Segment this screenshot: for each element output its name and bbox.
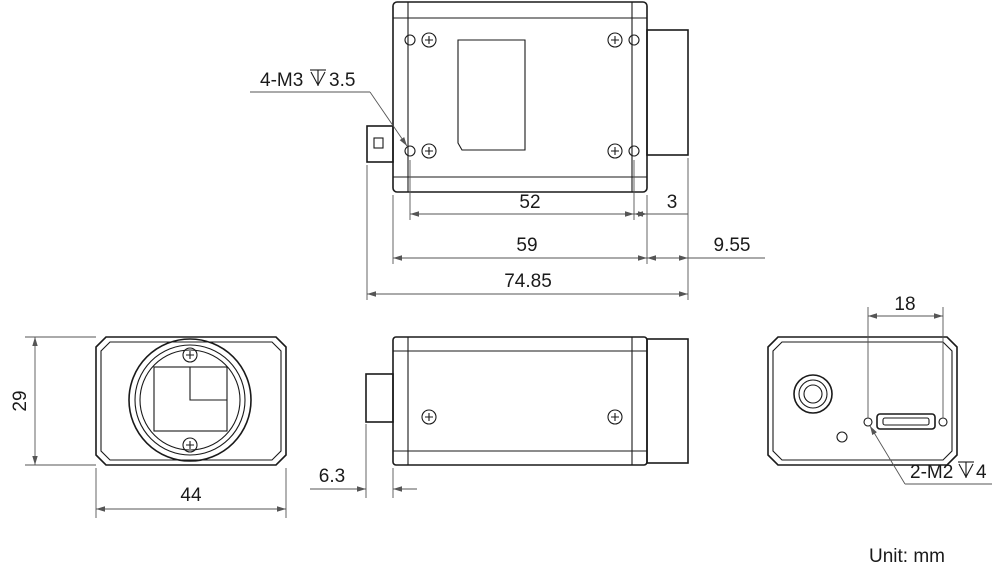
- dim-18: 18: [894, 294, 915, 315]
- connector-pin: [373, 137, 384, 149]
- screw-icon: [421, 143, 437, 159]
- dim-6-3: 6.3: [319, 466, 345, 487]
- camera-body-rear: [767, 336, 958, 466]
- rear-view: [767, 336, 958, 466]
- camera-body-side: [392, 336, 648, 466]
- dim-29: 29: [10, 390, 31, 411]
- screw-icon: [421, 409, 437, 425]
- dimensions-front: 29 44: [10, 336, 287, 518]
- dim-44: 44: [180, 485, 202, 506]
- screw-icon: [607, 32, 623, 48]
- lens-mount-side: [646, 338, 689, 464]
- usb-port: [876, 413, 936, 430]
- side-view: [365, 336, 689, 466]
- dim-52: 52: [519, 192, 540, 213]
- label-plate: [457, 39, 526, 151]
- connector-stub-side: [365, 373, 394, 423]
- screw-icon: [182, 437, 198, 453]
- dim-9-55: 9.55: [714, 235, 751, 256]
- camera-body-front: [95, 336, 287, 466]
- connector-stub: [366, 125, 394, 163]
- thread-depth-4: 4: [976, 462, 987, 483]
- camera-body-top: [392, 1, 648, 193]
- thread-hole-icon: [628, 34, 640, 46]
- io-connector: [793, 374, 833, 414]
- thread-label-2-m2: 2-M2: [910, 462, 953, 483]
- thread-hole-icon: [628, 145, 640, 157]
- led-indicator-icon: [836, 431, 848, 443]
- callout-4-m3: 4-M3 3.5: [250, 69, 408, 147]
- depth-symbol-icon: [310, 69, 326, 87]
- screw-icon: [607, 409, 623, 425]
- dimensions-rear: 18: [867, 294, 944, 418]
- dim-59: 59: [516, 235, 537, 256]
- callout-2-m2: 2-M2 4: [869, 425, 992, 485]
- dimensions-side: 6.3: [310, 424, 417, 498]
- dimensions-top: 52 3 59 9.55 74.85: [366, 158, 765, 300]
- screw-icon: [607, 143, 623, 159]
- depth-symbol-icon: [958, 461, 974, 479]
- front-view: [95, 336, 287, 466]
- dim-3: 3: [667, 192, 678, 213]
- thread-hole-icon: [404, 145, 416, 157]
- lens-mount-front: [128, 338, 252, 462]
- lens-mount-top: [646, 29, 689, 156]
- thread-label-4-m3: 4-M3: [260, 70, 303, 91]
- thread-hole-icon: [863, 417, 873, 427]
- screw-icon: [182, 347, 198, 363]
- top-view: [366, 1, 689, 193]
- thread-hole-icon: [404, 34, 416, 46]
- screw-icon: [421, 32, 437, 48]
- thread-depth-3-5: 3.5: [329, 70, 355, 91]
- thread-hole-icon: [938, 417, 948, 427]
- dim-74-85: 74.85: [504, 271, 552, 292]
- unit-label: Unit: mm: [869, 546, 945, 567]
